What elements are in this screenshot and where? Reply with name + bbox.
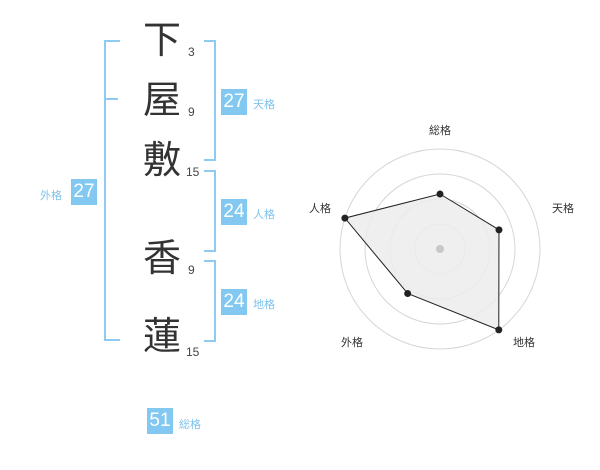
chikaku-label: 地格 [253, 298, 275, 311]
gaikaku-label: 外格 [40, 189, 62, 202]
radar-point-3 [495, 326, 503, 334]
radar-ring [364, 173, 516, 325]
radar-label-gaikaku: 外格 [341, 335, 363, 349]
radar-point-4 [404, 289, 412, 297]
name-char-2: 屋 [143, 78, 182, 122]
soukaku-score: 51 [147, 408, 173, 434]
gaikaku-bracket [104, 40, 120, 341]
chikaku-bracket [204, 260, 216, 342]
radar-point-1 [436, 190, 444, 198]
stroke-count-4: 9 [188, 263, 195, 277]
radar-label-jinkaku: 人格 [309, 201, 331, 215]
radar-center [436, 245, 444, 253]
radar-ring [339, 148, 541, 350]
tenkaku-score: 27 [221, 89, 247, 115]
name-char-5: 蓮 [143, 314, 182, 358]
gaikaku-bracket-tick [104, 98, 118, 100]
soukaku-label: 総格 [179, 418, 201, 431]
name-char-1: 下 [143, 18, 182, 62]
tenkaku-label: 天格 [253, 98, 275, 111]
jinkaku-score: 24 [221, 199, 247, 225]
radar-point-2 [495, 226, 503, 234]
radar-point-5 [341, 214, 349, 222]
gaikaku-score: 27 [71, 179, 97, 205]
name-char-3: 敷 [143, 138, 182, 182]
jinkaku-label: 人格 [253, 208, 275, 221]
tenkaku-bracket [204, 40, 216, 161]
name-char-4: 香 [143, 236, 182, 280]
stroke-count-2: 9 [188, 105, 195, 119]
stroke-count-3: 15 [186, 165, 200, 179]
radar-label-chikaku: 地格 [513, 335, 535, 349]
jinkaku-bracket [204, 170, 216, 252]
stroke-count-1: 3 [188, 45, 195, 59]
radar-label-soukaku: 総格 [429, 123, 451, 137]
radar-data-polygon [344, 193, 500, 331]
stroke-count-5: 15 [186, 345, 200, 359]
chikaku-score: 24 [221, 289, 247, 315]
radar-label-tenkaku: 天格 [552, 201, 574, 215]
